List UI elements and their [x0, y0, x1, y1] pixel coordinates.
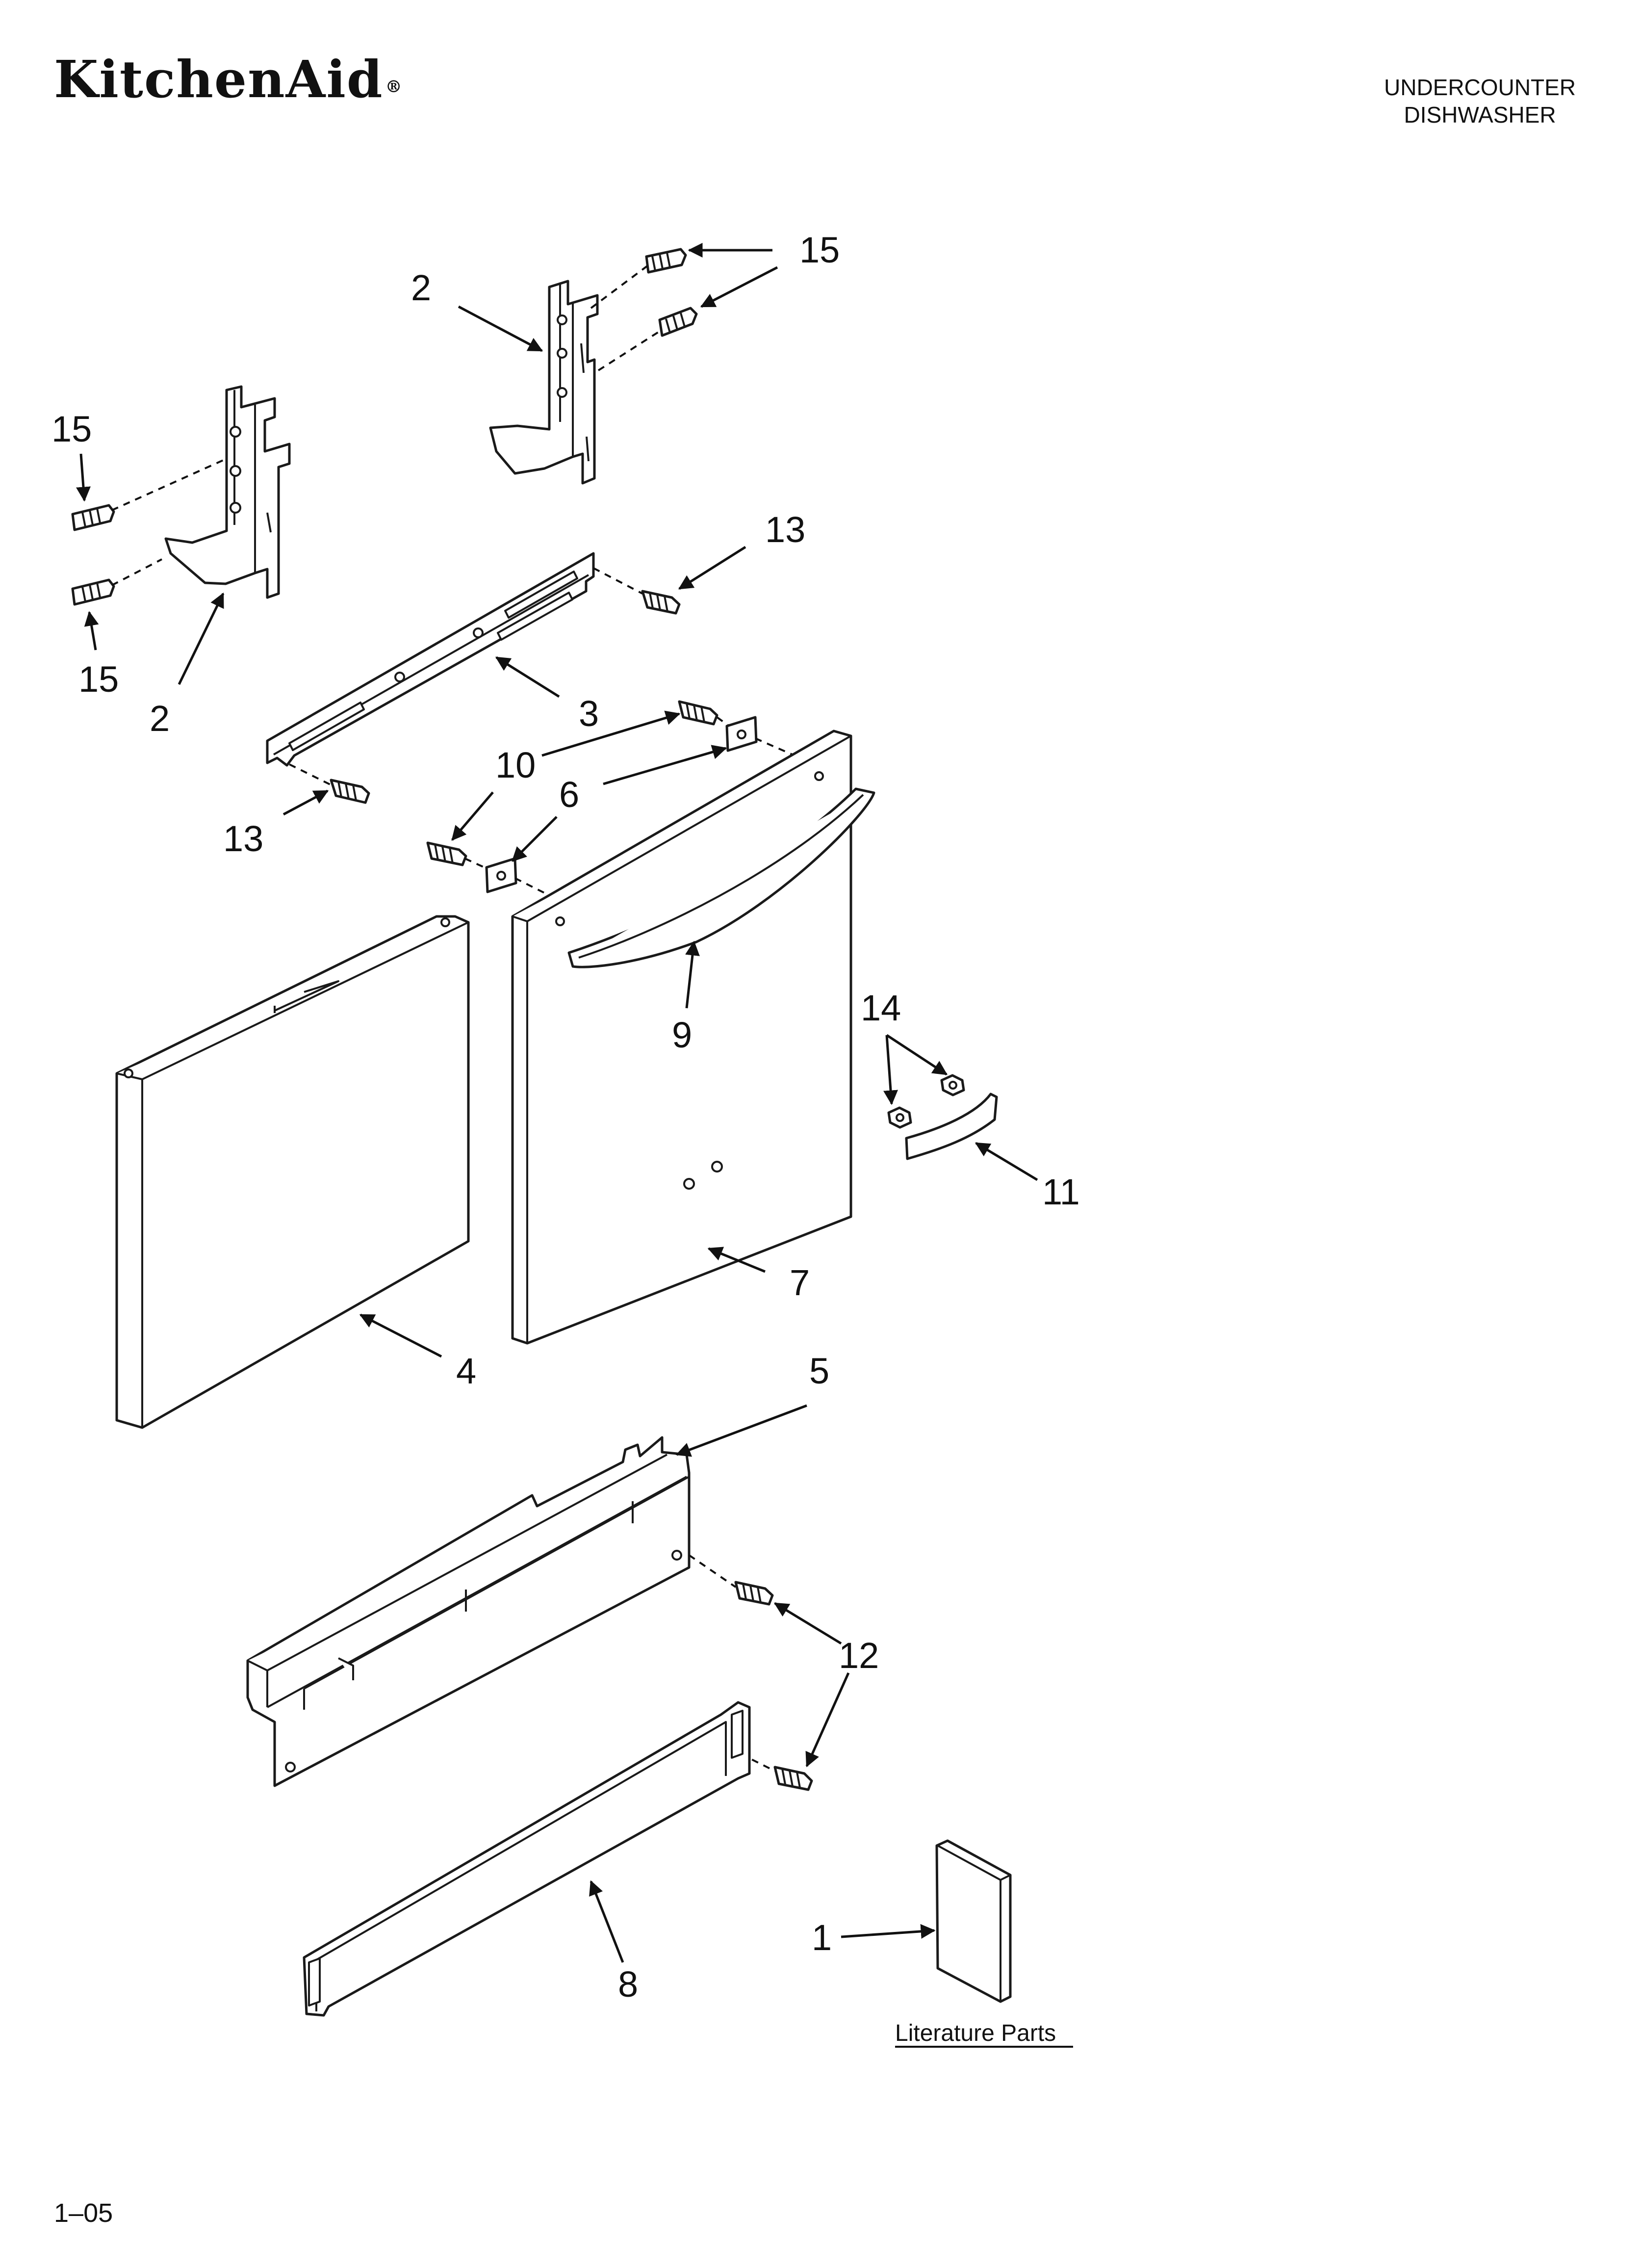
- dash-line: [593, 567, 643, 595]
- dash-line: [597, 329, 663, 371]
- callout-7: 7: [790, 1262, 810, 1303]
- part-14-nut-upper: [940, 1074, 965, 1096]
- callout-1: 1: [812, 1917, 832, 1958]
- part-3-mounting-rail: [266, 552, 595, 767]
- callout-14: 14: [861, 988, 901, 1028]
- dash-line: [289, 763, 332, 786]
- callout-9: 9: [672, 1015, 692, 1055]
- part-11-nameplate: [905, 1093, 998, 1160]
- part-10-screw-lower: [426, 841, 467, 866]
- part-14-nut-lower: [887, 1106, 912, 1129]
- callout-12: 12: [839, 1635, 879, 1676]
- callout-13: 13: [223, 818, 263, 859]
- part-2-upper-bracket: [489, 280, 599, 485]
- callout-3: 3: [579, 693, 599, 734]
- callout-13: 13: [765, 509, 805, 550]
- callout-10: 10: [495, 745, 536, 785]
- part-6-clip-upper: [725, 716, 758, 752]
- registered-mark: ®: [385, 77, 403, 97]
- part-6-clip-lower: [485, 857, 517, 893]
- part-13-screw-left: [330, 779, 370, 804]
- product-title-line-2: DISHWASHER: [1404, 102, 1556, 128]
- callout-15: 15: [51, 409, 92, 449]
- part-13-screw-right: [641, 590, 681, 615]
- dash-line: [590, 265, 648, 309]
- callout-numbers: 15 2 15 15 2 13 3 13 10 6 9 14 11 7 4 5 …: [51, 230, 1080, 2048]
- callout-11: 11: [1042, 1172, 1080, 1212]
- dash-line: [755, 737, 795, 756]
- part-9-handle: [567, 787, 875, 968]
- callout-5: 5: [809, 1351, 829, 1391]
- part-5-lower-bracket: [246, 1436, 691, 1787]
- part-15-screw-top-b: [658, 307, 698, 337]
- part-15-screw-left-b: [71, 578, 115, 606]
- brand-name: KitchenAid: [54, 49, 384, 109]
- part-15-screw-left-a: [71, 504, 115, 531]
- part-8-toe-panel: [303, 1701, 751, 2017]
- part-15-screw-top-a: [645, 248, 687, 274]
- revision-code: 1–05: [54, 2198, 113, 2228]
- part-1-literature-booklet: [935, 1839, 1012, 2003]
- part-12-screw-upper: [734, 1581, 774, 1606]
- callout-15: 15: [78, 659, 119, 700]
- part-4-side-panel: [115, 915, 470, 1429]
- callout-2: 2: [411, 267, 431, 308]
- dash-line: [111, 558, 162, 586]
- dash-line: [716, 716, 729, 726]
- kitchenaid-logo: KitchenAid®: [54, 49, 403, 109]
- callout-8: 8: [618, 1964, 638, 2005]
- callout-4: 4: [456, 1351, 476, 1391]
- product-title: UNDERCOUNTER DISHWASHER: [1384, 74, 1576, 129]
- dash-line: [464, 858, 487, 869]
- part-2-left-bracket: [164, 385, 291, 599]
- dash-line: [111, 458, 227, 511]
- callout-6: 6: [559, 774, 579, 815]
- literature-parts-label: Literature Parts: [895, 2020, 1056, 2046]
- callout-15: 15: [799, 230, 840, 270]
- product-title-line-1: UNDERCOUNTER: [1384, 75, 1576, 100]
- part-10-screw-upper: [678, 700, 718, 726]
- part-12-screw-lower: [773, 1766, 813, 1791]
- callout-2: 2: [150, 698, 170, 739]
- dash-line: [688, 1554, 737, 1588]
- leader-lines: [76, 243, 1038, 1963]
